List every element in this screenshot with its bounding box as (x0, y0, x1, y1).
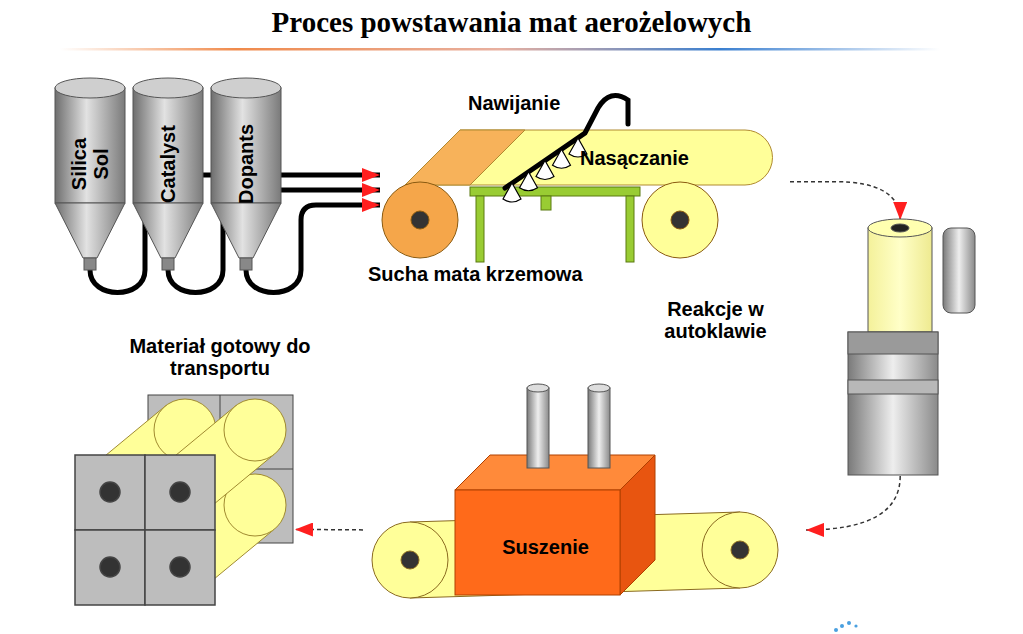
diagram-title: Proces powstawania mat aerożelowych (0, 6, 1023, 39)
mat-belt (405, 130, 525, 185)
autoclave (848, 332, 938, 354)
silo (84, 258, 96, 270)
node-text: Reakcje w autoklawie (648, 298, 783, 342)
pallet-front (100, 557, 120, 577)
dryer (527, 388, 549, 468)
logo-dots (834, 628, 838, 632)
logo-dots (854, 624, 857, 627)
title-rule (60, 48, 940, 51)
autoclave (848, 380, 938, 394)
dryer (588, 388, 610, 468)
flow-arrow (295, 529, 363, 531)
support-table (470, 187, 640, 196)
spray-cone (503, 138, 587, 202)
silo (55, 78, 281, 270)
part-label: Nawijanie (468, 92, 560, 115)
mat-roller (671, 211, 689, 229)
mat-roller (411, 211, 429, 229)
autoclave (891, 224, 909, 232)
mat-roller (642, 182, 718, 258)
node-text: Nasączanie (580, 147, 689, 169)
silo-node: Silica Sol (55, 80, 125, 270)
node-text: Catalyst (157, 114, 179, 214)
silo (55, 78, 125, 98)
silo-node: Dopants (211, 80, 281, 270)
title-rule (60, 48, 940, 51)
support-table (476, 196, 484, 262)
autoclave (868, 228, 932, 332)
dryer (401, 551, 419, 569)
part-label: Sucha mata krzemowa (368, 263, 583, 286)
impregnation-belt: Nasączanie (380, 125, 790, 260)
spray-cone (520, 172, 538, 191)
dryer (620, 455, 655, 595)
dryer-box: Suszenie (455, 490, 636, 595)
pallet-front (75, 530, 145, 605)
spray-cone (503, 183, 521, 202)
silo (211, 203, 281, 258)
autoclave-node: Reakcje w autoklawie (848, 220, 938, 476)
logo-dots (834, 621, 858, 632)
node-text: Materiał gotowy do transportu (125, 335, 315, 379)
spray-cone (553, 149, 571, 168)
dryer (731, 541, 749, 559)
mat-belt (405, 130, 773, 185)
autoclave (868, 219, 932, 237)
pallet-node: Materiał gotowy do transportu (75, 395, 295, 605)
mat-roller (382, 182, 458, 258)
logo-dots (847, 621, 851, 625)
silo (211, 78, 281, 98)
silo (133, 78, 203, 98)
logo-dots (840, 624, 844, 628)
flow-arrow (806, 476, 900, 530)
pallet-front (145, 455, 215, 530)
silo (162, 258, 174, 270)
dryer (372, 384, 778, 598)
flow-arrow (790, 182, 900, 220)
mat-belt (405, 130, 773, 185)
dryer (588, 384, 610, 392)
autoclave (848, 219, 975, 475)
pallet-front (170, 557, 190, 577)
node-text: Suszenie (455, 536, 636, 558)
pallet-front (75, 455, 145, 530)
pallet-front (145, 530, 215, 605)
silo (133, 203, 203, 258)
autoclave (943, 228, 975, 313)
silo (240, 258, 252, 270)
support-table (470, 187, 640, 262)
mat-roll (224, 399, 286, 461)
silo-node: Catalyst (133, 80, 203, 270)
node-text: Silica Sol (68, 128, 112, 200)
dryer (702, 512, 778, 588)
dryer (527, 384, 549, 392)
mat-roller (382, 182, 718, 258)
support-table (626, 196, 634, 262)
pallet-front (75, 455, 215, 605)
pallet-front (170, 482, 190, 502)
autoclave (848, 332, 938, 475)
silo (55, 203, 125, 258)
spray-cone (536, 161, 554, 180)
dryer (372, 522, 448, 598)
pallet-front (100, 482, 120, 502)
node-text: Dopants (235, 114, 257, 214)
silo (55, 88, 125, 203)
support-table (541, 196, 551, 210)
